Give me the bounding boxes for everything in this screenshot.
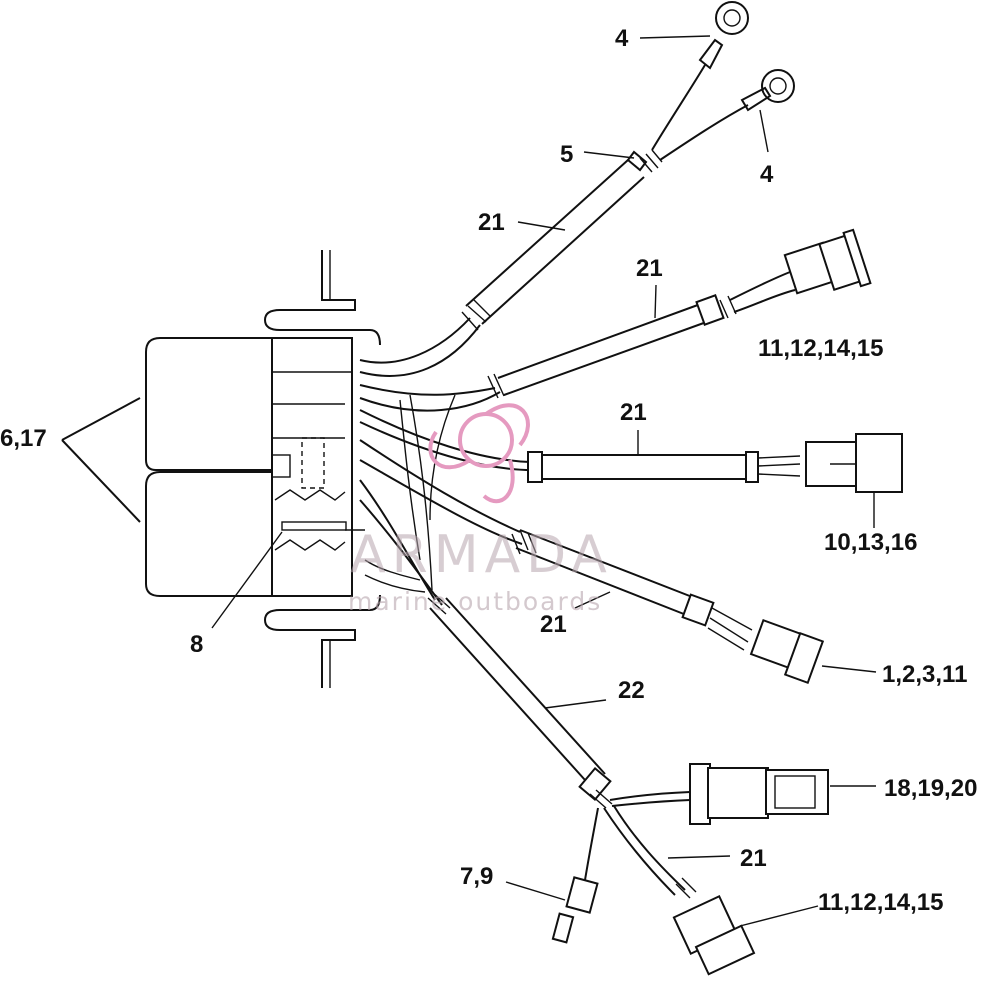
- callout-8: 8: [190, 631, 203, 658]
- callout-1-2-3-11: 1,2,3,11: [882, 661, 967, 688]
- leader-lines: [61, 35, 877, 927]
- callout-10-13-16: 10,13,16: [824, 529, 917, 556]
- callout-11-12-14-15-upper: 11,12,14,15: [758, 335, 883, 362]
- callout-21-upper: 21: [478, 209, 505, 236]
- upper-connector-branch: [487, 228, 872, 399]
- junction-box: [145, 250, 381, 688]
- lower-right-connector-branch: [511, 529, 825, 685]
- callout-21-second: 21: [636, 255, 663, 282]
- callout-4-top: 4: [615, 25, 629, 52]
- callout-18-19-20: 18,19,20: [884, 775, 977, 802]
- callout-4-right: 4: [760, 161, 774, 188]
- callout-21-middle: 21: [620, 399, 647, 426]
- wire-bundles: [359, 317, 533, 606]
- ring-terminal-branch: [461, 1, 795, 331]
- armada-watermark: ARMADA marine outboards: [348, 403, 613, 616]
- watermark-brand: ARMADA: [350, 525, 613, 585]
- callout-11-12-14-15-bottom: 11,12,14,15: [818, 889, 943, 916]
- armada-logo-icon: [428, 403, 530, 504]
- callout-labels: 4 4 5 21 21 11,12,14,15 21 6,17 10,13,16…: [0, 25, 977, 916]
- callout-21-lower: 21: [540, 611, 567, 638]
- callout-22: 22: [618, 677, 645, 704]
- lower-harness-branch: [427, 591, 829, 976]
- watermark-tagline: marine outboards: [348, 587, 602, 616]
- callout-6-17: 6,17: [0, 425, 47, 452]
- callout-21-bottom: 21: [740, 845, 767, 872]
- middle-connector-branch: [527, 433, 903, 493]
- callout-7-9: 7,9: [460, 863, 493, 890]
- callout-5: 5: [560, 141, 573, 168]
